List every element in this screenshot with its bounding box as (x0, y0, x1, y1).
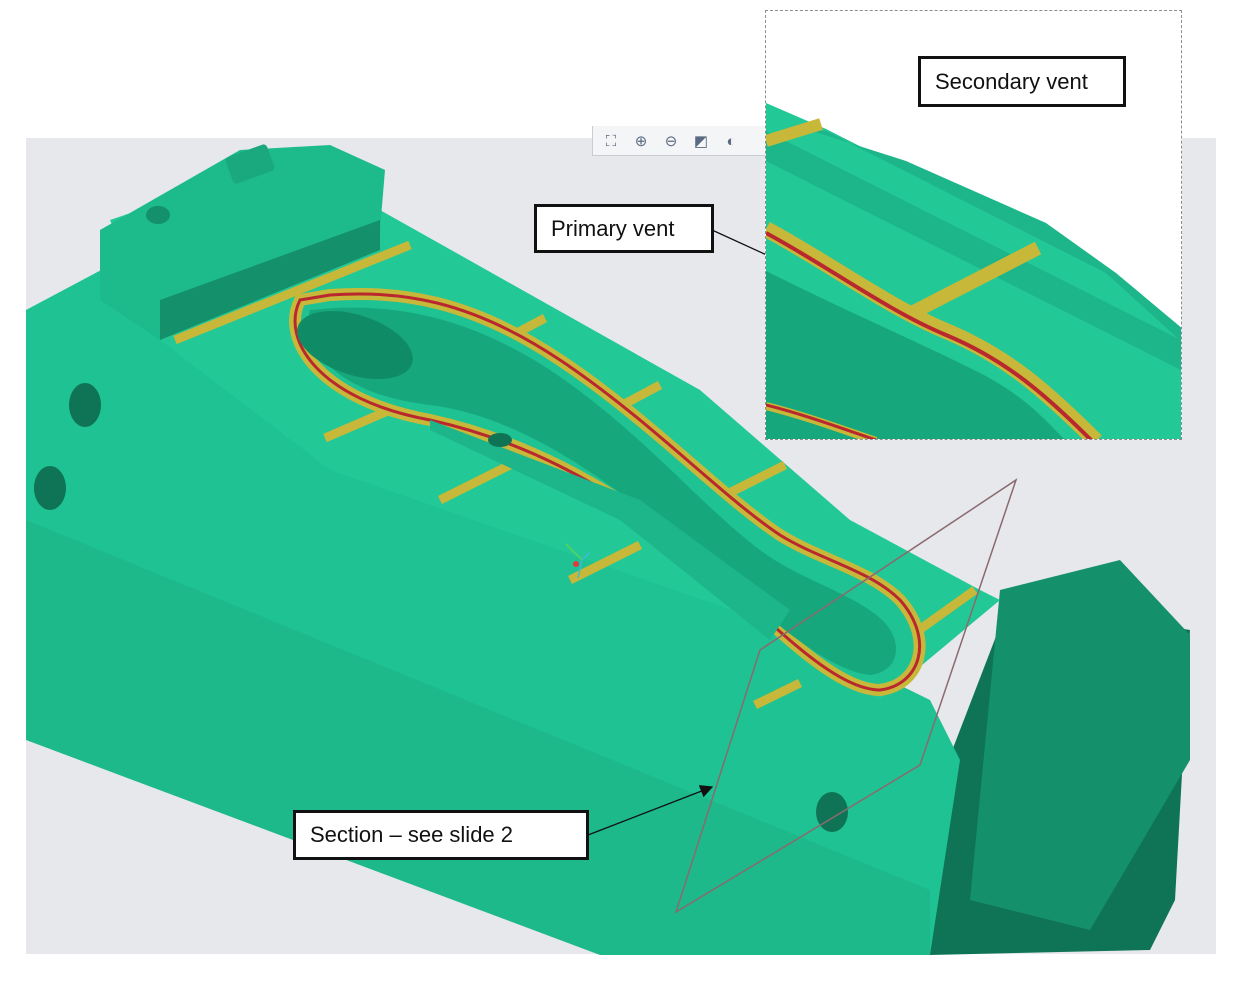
primary-vent-label: Primary vent (534, 204, 714, 253)
zoom-out-icon[interactable]: ⊖ (664, 133, 678, 150)
detail-inset (765, 10, 1182, 440)
zoom-fit-icon[interactable]: ⛶ (605, 133, 617, 150)
spoon-bowl (297, 310, 413, 380)
display-style-icon[interactable]: ◐ (726, 133, 736, 150)
mounting-hole (34, 466, 66, 510)
mounting-hole (1100, 618, 1120, 636)
section-plane (674, 478, 1018, 914)
engraving-mark (225, 144, 275, 184)
coordinate-triad-icon (565, 543, 591, 579)
inset-secondary-vent (766, 118, 823, 147)
inset-primary-vent (766, 221, 1102, 439)
view-orient-icon[interactable]: ◩ (693, 133, 709, 150)
mold-front-face (26, 260, 960, 955)
mounting-hole (146, 206, 170, 224)
mold-left-end-step (160, 220, 380, 340)
mounting-hole (69, 383, 101, 427)
mold-right-end-block (970, 560, 1190, 930)
section-leader (587, 785, 714, 836)
section-label: Section – see slide 2 (293, 810, 589, 860)
zoom-in-icon[interactable]: ⊕ (634, 133, 648, 150)
mold-left-end-block (100, 145, 385, 340)
mold-front-face-lower (26, 520, 930, 955)
secondary-vent-label: Secondary vent (918, 56, 1126, 107)
view-toolbar: ⛶ ⊕ ⊖ ◩ ◐ (592, 126, 770, 156)
